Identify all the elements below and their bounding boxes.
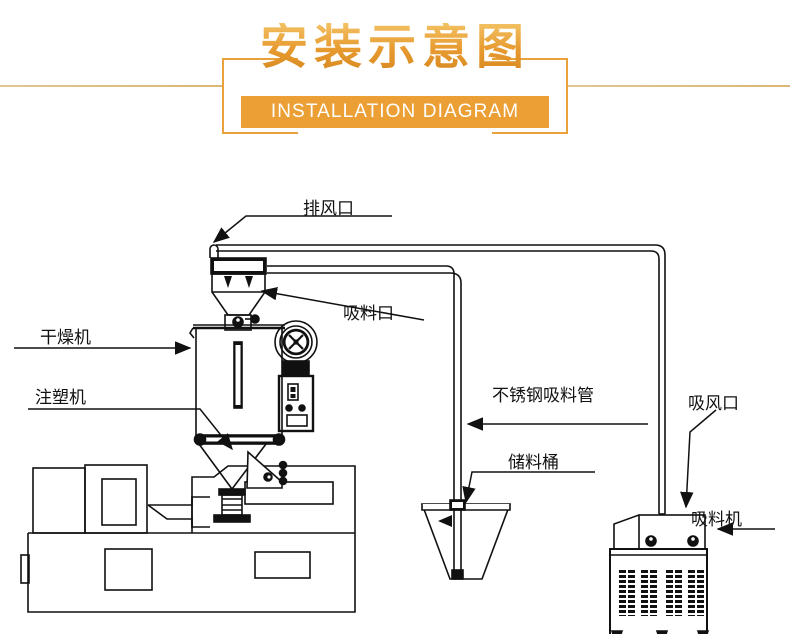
page-subtitle-band: INSTALLATION DIAGRAM (241, 96, 549, 128)
suction-pipe-to-bucket (267, 265, 462, 556)
leader-injection-machine (28, 408, 233, 451)
header-rule-right (568, 85, 790, 87)
leader-storage-bucket (462, 471, 595, 504)
leader-suction-inlet (260, 286, 425, 321)
diagram-canvas: 排风口 吸料口 干燥机 注塑机 不锈钢吸料管 吸风口 储料桶 吸料机 (0, 152, 790, 634)
label-storage-bucket: 储料桶 (508, 453, 559, 473)
label-injection-machine: 注塑机 (35, 388, 86, 408)
hopper-receiver (209, 244, 267, 331)
label-suction-inlet: 吸料口 (343, 304, 394, 324)
header-bracket-left (222, 58, 298, 134)
leader-exhaust-outlet (212, 215, 392, 243)
page-title: 安装示意图 (0, 23, 790, 71)
leader-air-inlet (680, 409, 717, 509)
injection-molding-machine (20, 464, 356, 613)
suction-loader (609, 514, 710, 634)
storage-bucket (420, 499, 512, 580)
exhaust-pipe (216, 244, 666, 515)
page-header: 安装示意图 INSTALLATION DIAGRAM (0, 0, 790, 155)
label-exhaust-outlet: 排风口 (303, 199, 354, 219)
vent-grille (617, 570, 706, 616)
page-subtitle: INSTALLATION DIAGRAM (270, 101, 520, 122)
label-dryer: 干燥机 (40, 328, 91, 348)
dryer (189, 324, 288, 523)
label-suction-loader: 吸料机 (691, 510, 742, 530)
label-air-inlet: 吸风口 (688, 394, 739, 414)
header-bracket-right (492, 58, 568, 134)
blower-fan (274, 320, 318, 376)
label-stainless-pipe: 不锈钢吸料管 (492, 386, 594, 406)
control-box (277, 374, 315, 433)
header-rule-left (0, 85, 222, 87)
